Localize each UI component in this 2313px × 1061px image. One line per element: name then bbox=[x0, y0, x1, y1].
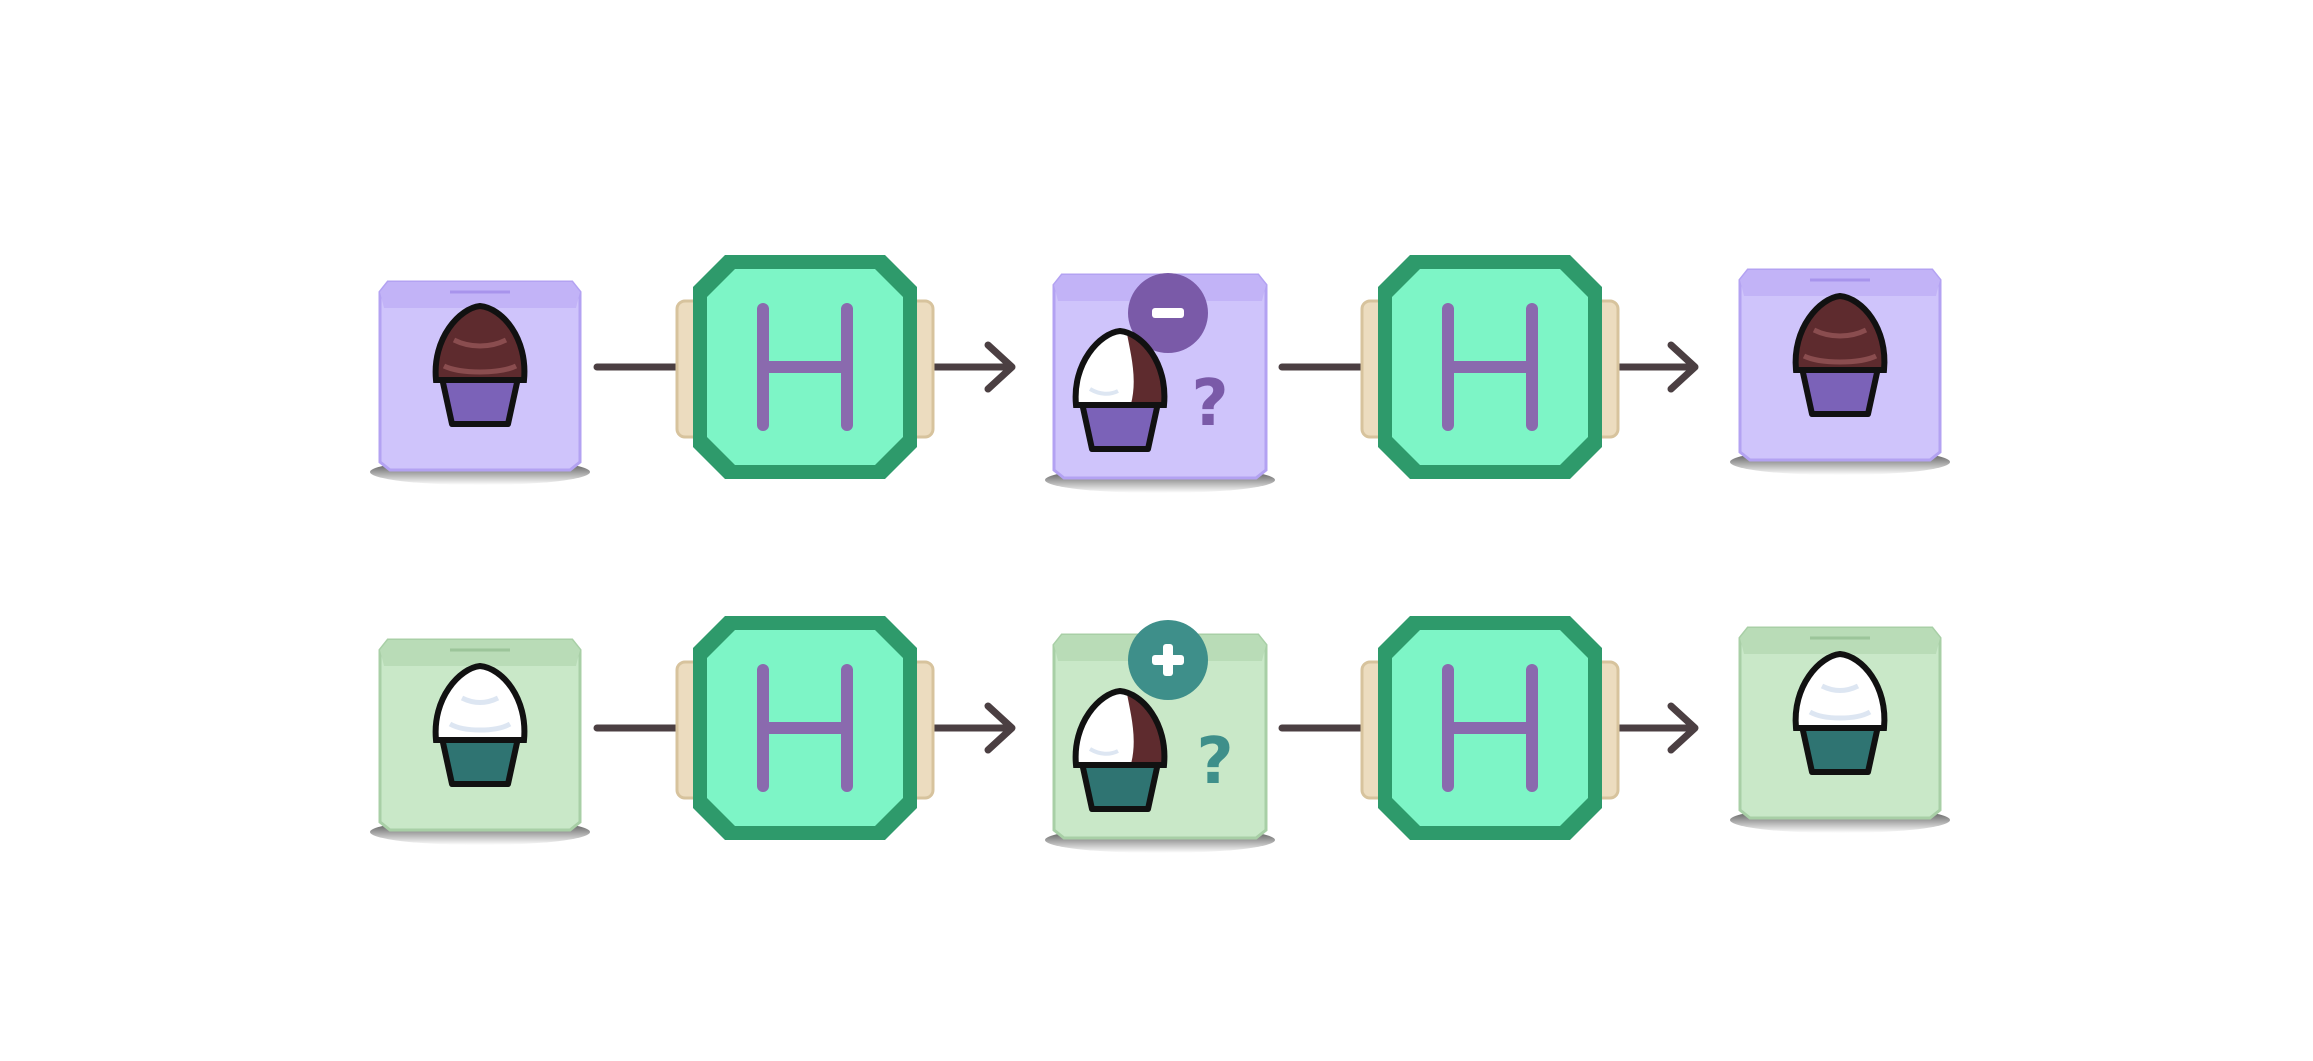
question-mark: ? bbox=[1196, 725, 1233, 799]
h-gate bbox=[675, 616, 935, 840]
gate-letter-h bbox=[1442, 303, 1538, 431]
cupcake-vanilla-icon bbox=[1792, 650, 1888, 775]
question-mark: ? bbox=[1191, 367, 1228, 441]
cupcake-mixed-icon bbox=[1072, 687, 1168, 812]
green-box-middle: ? bbox=[1045, 620, 1275, 853]
purple-box-end bbox=[1730, 268, 1950, 475]
cupcake-chocolate-icon bbox=[1792, 292, 1888, 417]
green-box-start bbox=[370, 638, 590, 845]
cupcake-chocolate-icon bbox=[432, 302, 528, 427]
h-gate bbox=[1360, 255, 1620, 479]
purple-box-start bbox=[370, 280, 590, 485]
green-row: ? bbox=[370, 616, 1950, 853]
green-box-end bbox=[1730, 626, 1950, 833]
gate-letter-h bbox=[757, 664, 853, 792]
plus-badge-icon bbox=[1128, 620, 1208, 700]
minus-badge-icon bbox=[1128, 273, 1208, 353]
gate-letter-h bbox=[1442, 664, 1538, 792]
purple-box-middle: ? bbox=[1045, 273, 1275, 493]
h-gate bbox=[1360, 616, 1620, 840]
purple-row: ? bbox=[370, 255, 1950, 493]
gate-letter-h bbox=[757, 303, 853, 431]
h-gate bbox=[675, 255, 935, 479]
cupcake-vanilla-icon bbox=[432, 662, 528, 787]
